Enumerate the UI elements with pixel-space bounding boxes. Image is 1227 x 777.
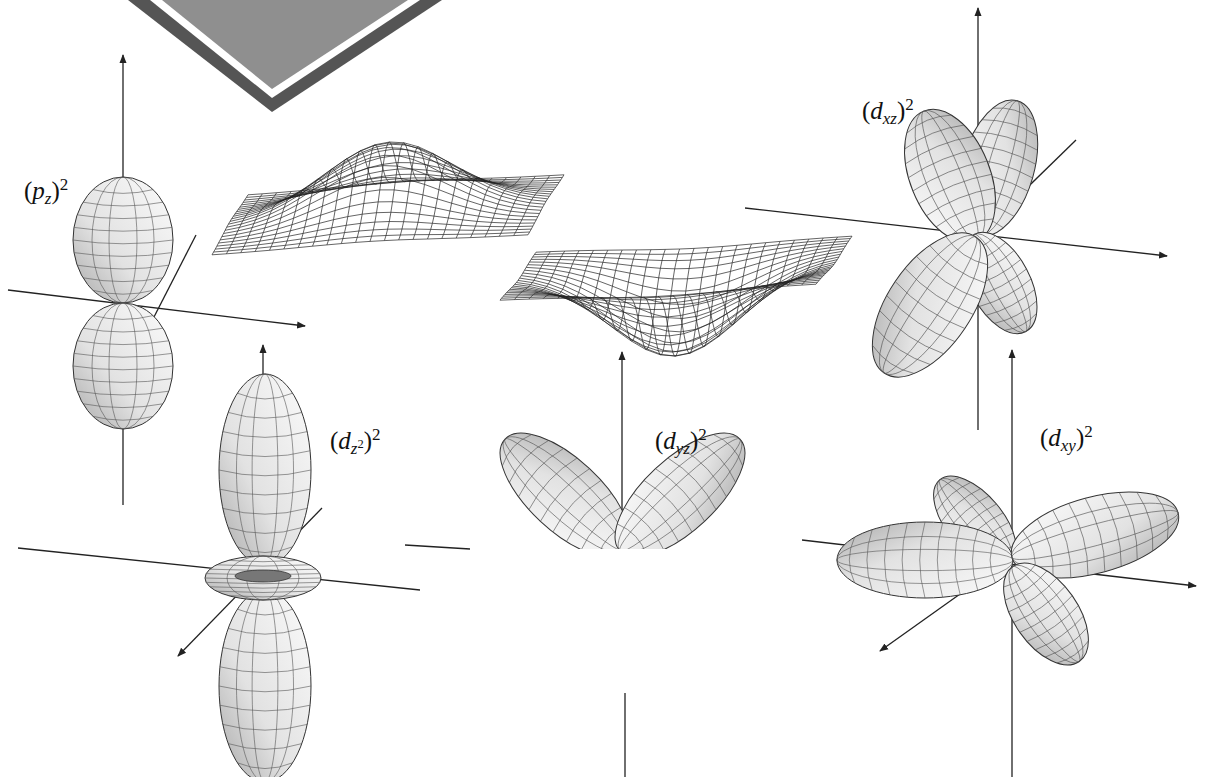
label-part: yz [676, 439, 690, 458]
label-part: ) [1076, 424, 1084, 451]
pz-lobe [73, 303, 173, 429]
dz2-lobe [219, 590, 311, 777]
label-part: d [663, 427, 676, 454]
orbital-label: (dxy)2 [1040, 425, 1093, 450]
label-part: d [338, 427, 351, 454]
orbital-label: (dz2)2 [330, 428, 381, 453]
label-part: ) [364, 427, 372, 454]
torus-hole [235, 570, 291, 582]
label-part: ( [655, 427, 663, 454]
label-part: d [1048, 424, 1061, 451]
label-part: ( [330, 427, 338, 454]
dz2-lobe [219, 374, 311, 566]
label-part: 2 [372, 425, 381, 444]
pz-lobe [73, 177, 173, 303]
label-part: z [45, 189, 52, 208]
label-part: z [351, 439, 358, 458]
frame-corner [128, 0, 442, 112]
dxy-lobe [837, 522, 1013, 598]
label-part: 2 [60, 175, 69, 194]
label-part: 2 [698, 425, 707, 444]
orbital-label: (pz)2 [24, 178, 68, 203]
dyz-lobes [480, 413, 764, 549]
label-part: ( [862, 97, 870, 124]
dyz-lobe [595, 413, 764, 549]
label-part: ) [897, 97, 905, 124]
dxy-lobe [987, 548, 1106, 680]
label-part: d [870, 97, 883, 124]
dxz-lobe [887, 96, 1014, 256]
label-part: ) [51, 177, 59, 204]
label-part: xy [1061, 436, 1076, 455]
dip-surface [500, 236, 852, 356]
hump-surface [212, 142, 564, 255]
dxz-lobe [849, 214, 1010, 397]
dz2-torus [205, 556, 321, 600]
label-part: xz [883, 109, 897, 128]
label-part: 2 [1084, 422, 1093, 441]
label-part: ( [24, 177, 32, 204]
label-part: ) [690, 427, 698, 454]
label-part: 2 [905, 95, 914, 114]
label-part: 2 [357, 437, 363, 451]
axes [8, 8, 1196, 777]
label-part: ( [1040, 424, 1048, 451]
label-part: p [32, 177, 45, 204]
orbital-label: (dxz)2 [862, 98, 914, 123]
orbital-label: (dyz)2 [655, 428, 707, 453]
